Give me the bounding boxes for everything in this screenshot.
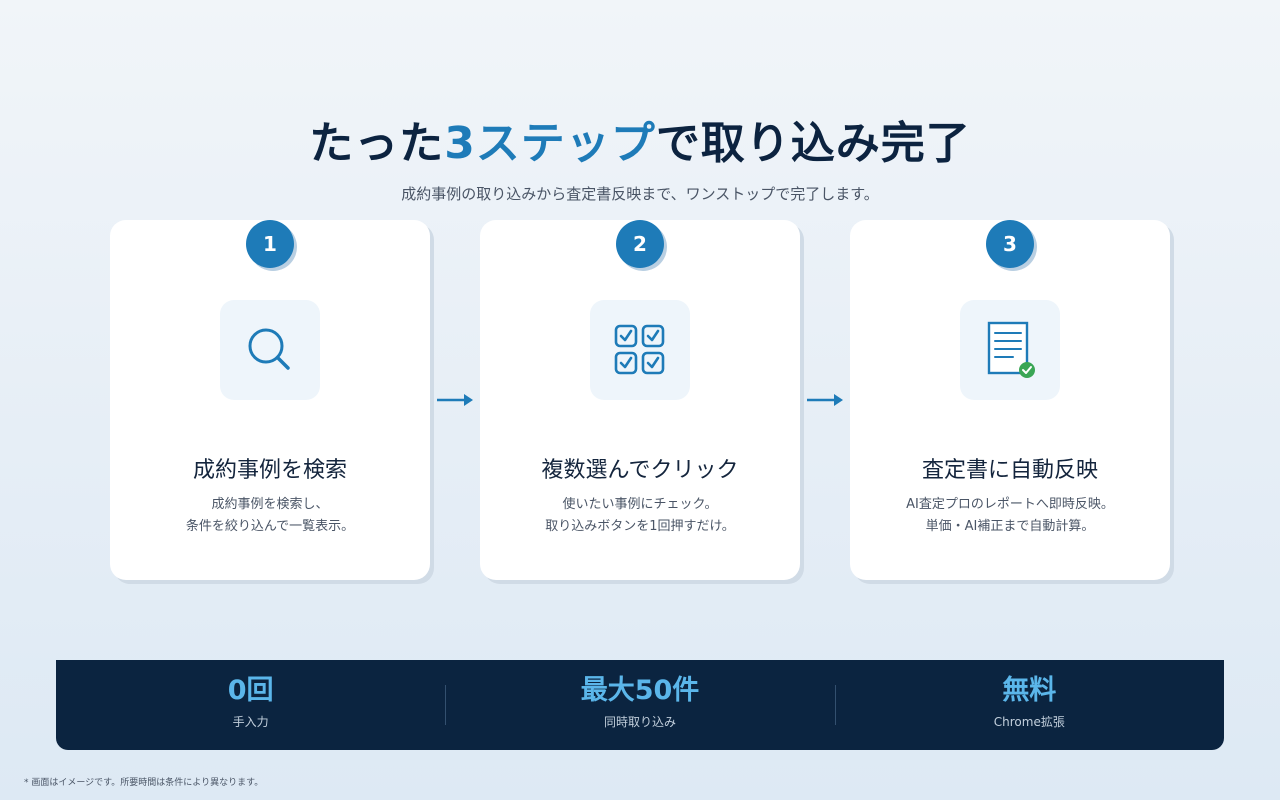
step-card-2: 2 複数選んでクリック 使いたい事例にチェック。 取り込みボタンを1回押すだけ。 [480, 220, 800, 580]
stat-label: 手入力 [232, 715, 269, 729]
document-check-icon [987, 321, 1035, 378]
checkbox-grid-icon [614, 324, 665, 375]
stat-label: Chrome拡張 [993, 715, 1065, 729]
step-description: 成約事例を検索し、 条件を絞り込んで一覧表示。 [110, 494, 430, 538]
step-card-1: 1 成約事例を検索 成約事例を検索し、 条件を絞り込んで一覧表示。 [110, 220, 430, 580]
search-icon [248, 328, 290, 370]
stat-free: 無料 Chrome拡張 [834, 660, 1224, 750]
stat-value: 無料 [1002, 675, 1057, 706]
step-title: 複数選んでクリック [541, 458, 739, 483]
step-card-3: 3 査定書に自動反映 AI査定プロのレポートへ即時反映。 単価・AI補正まで自動… [850, 220, 1170, 580]
title-prefix: たった [309, 118, 445, 169]
title-suffix: で取り込み完了 [655, 118, 971, 169]
step-description-line: 成約事例を検索し、 [211, 497, 329, 512]
footnote: * 画面はイメージです。所要時間は条件により異なります。 [24, 778, 264, 788]
step-description: AI査定プロのレポートへ即時反映。 単価・AI補正まで自動計算。 [850, 494, 1170, 538]
arrow-right-icon [437, 394, 473, 406]
step-number-badge: 2 [616, 220, 664, 268]
stat-value: 最大50件 [580, 675, 700, 706]
stat-bulk-import: 最大50件 同時取り込み [445, 660, 834, 750]
page-title: たった3ステップで取り込み完了 [0, 112, 1280, 176]
step-number-badge: 3 [986, 220, 1034, 268]
stats-banner: 0回 手入力 最大50件 同時取り込み 無料 Chrome拡張 [56, 660, 1224, 750]
step-description-line: 単価・AI補正まで自動計算。 [925, 519, 1095, 534]
step-number-badge: 1 [246, 220, 294, 268]
page-subtitle: 成約事例の取り込みから査定書反映まで、ワンストップで完了します。 [401, 185, 879, 203]
step-description: 使いたい事例にチェック。 取り込みボタンを1回押すだけ。 [480, 494, 800, 538]
step-description-line: 取り込みボタンを1回押すだけ。 [545, 519, 735, 534]
step-title: 成約事例を検索 [192, 458, 347, 483]
step-description-line: 使いたい事例にチェック。 [562, 497, 718, 512]
step-title: 査定書に自動反映 [921, 458, 1098, 483]
step-icon-box [960, 300, 1060, 400]
stat-manual-input: 0回 手入力 [56, 660, 445, 750]
step-icon-box [590, 300, 690, 400]
step-icon-box [220, 300, 320, 400]
step-description-line: 条件を絞り込んで一覧表示。 [185, 519, 355, 534]
title-accent: 3ステップ [444, 118, 656, 169]
arrow-right-icon [807, 394, 843, 406]
step-description-line: AI査定プロのレポートへ即時反映。 [906, 497, 1114, 512]
stat-value: 0回 [227, 675, 274, 706]
stat-label: 同時取り込み [603, 715, 676, 729]
